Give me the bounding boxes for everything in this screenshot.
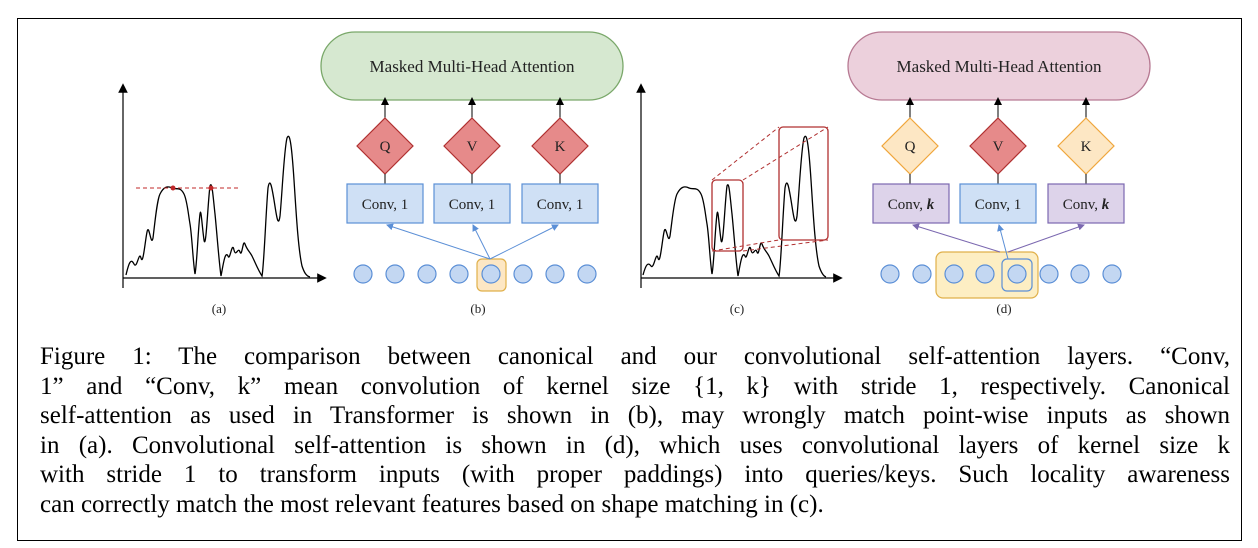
input-tokens	[880, 264, 1122, 284]
caption-line: with stride 1 to transform inputs (with …	[40, 461, 1230, 488]
conv-k-box-q	[872, 183, 950, 224]
caption-line: Figure 1: The comparison between canonic…	[40, 343, 1230, 370]
input-token	[545, 264, 565, 284]
key-label: K	[1081, 139, 1092, 155]
attention-label: Masked Multi-Head Attention	[370, 57, 575, 76]
value-label: V	[993, 139, 1004, 155]
input-arrow	[997, 224, 1009, 260]
input-token	[577, 264, 597, 284]
conv-box-q	[346, 183, 424, 224]
figure-frame	[17, 18, 1242, 541]
conv-k-box-k	[1047, 183, 1125, 224]
caption-line: 1” and “Conv, k” mean convolution of ker…	[40, 372, 1230, 400]
conv-label-q: Conv, k	[888, 197, 935, 213]
conv-label-q: Conv, 1	[362, 197, 409, 213]
panel-c: (c)	[636, 83, 843, 316]
shape-match-line	[711, 126, 780, 181]
value-label: V	[467, 139, 478, 155]
input-token	[385, 264, 405, 284]
input-arrow	[472, 224, 491, 260]
input-token	[449, 264, 469, 284]
conv-box-k	[521, 183, 599, 224]
panel-b-tag: (b)	[470, 301, 485, 316]
query-label: Q	[380, 139, 391, 155]
input-token	[481, 264, 501, 284]
figure-diagram: (a) Masked Multi-Head Attention Q V K Co…	[118, 31, 1151, 316]
local-window-large	[778, 126, 829, 241]
input-token	[417, 264, 437, 284]
input-token	[880, 264, 900, 284]
input-arrow	[386, 223, 491, 260]
panel-d-tag: (d)	[996, 301, 1011, 316]
key-label: K	[555, 139, 566, 155]
input-token	[1102, 264, 1122, 284]
panel-c-signal-curve	[642, 135, 827, 278]
panel-a-match-point	[170, 185, 176, 191]
figure-caption: Figure 1: The comparison between canonic…	[40, 342, 1230, 519]
panel-a-tag: (a)	[212, 301, 226, 316]
input-tokens	[353, 264, 597, 284]
shape-match-line	[711, 239, 780, 252]
input-token	[353, 264, 373, 284]
conv-label-v: Conv, 1	[449, 197, 496, 213]
input-token	[975, 264, 995, 284]
query-label: Q	[905, 139, 916, 155]
panel-a-match-point	[208, 185, 214, 191]
conv-box-v	[959, 183, 1037, 224]
panel-d: Masked Multi-Head Attention Q V K Conv, …	[847, 31, 1151, 316]
panel-a: (a)	[118, 83, 327, 316]
conv-label-v: Conv, 1	[975, 197, 1022, 213]
panel-a-signal-curve	[125, 135, 311, 278]
input-token	[513, 264, 533, 284]
input-arrow	[489, 224, 559, 260]
input-token	[1070, 264, 1090, 284]
input-token	[1007, 264, 1027, 284]
caption-line: self-attention as used in Transformer is…	[40, 402, 1230, 429]
conv-box-v	[433, 183, 511, 224]
center-token-window	[1001, 258, 1033, 292]
caption-line: can correctly match the most relevant fe…	[40, 490, 824, 518]
shape-match-line	[742, 239, 829, 252]
input-arrow	[912, 223, 1001, 253]
attention-label: Masked Multi-Head Attention	[897, 57, 1102, 76]
local-window-small	[711, 179, 744, 252]
panel-c-tag: (c)	[730, 301, 744, 316]
conv-label-k: Conv, k	[1063, 197, 1110, 213]
panel-b: Masked Multi-Head Attention Q V K Conv, …	[320, 31, 624, 316]
input-token	[1039, 264, 1059, 284]
input-arrow	[1007, 223, 1085, 253]
input-token	[912, 264, 932, 284]
caption-line: in (a). Convolutional self-attention is …	[40, 431, 1230, 459]
conv-label-k: Conv, 1	[537, 197, 584, 213]
shape-match-line	[742, 126, 829, 181]
input-token	[944, 264, 964, 284]
